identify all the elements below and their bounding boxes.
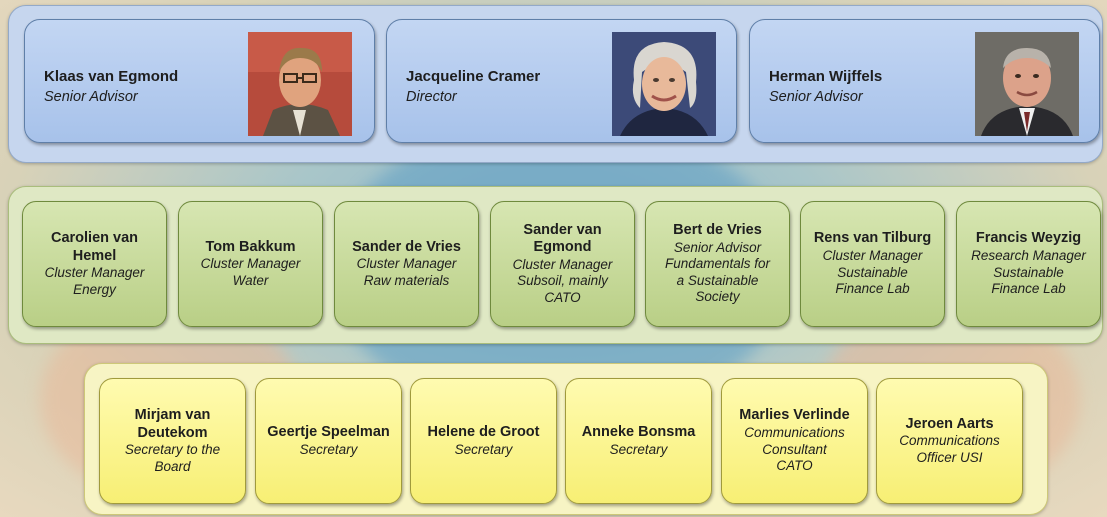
portrait-photo (248, 32, 352, 136)
person-name: Jacqueline Cramer (406, 68, 541, 85)
leadership-card: Jacqueline Cramer Director (386, 19, 737, 143)
staff-name: Tom Bakkum (205, 238, 296, 255)
staff-name: Geertje Speelman (267, 423, 390, 440)
staff-card: Anneke Bonsma Secretary (565, 378, 712, 504)
staff-name: Helene de Groot (427, 423, 540, 440)
leadership-card: Klaas van Egmond Senior Advisor (24, 19, 375, 143)
staff-name: Rens van Tilburg (813, 230, 932, 247)
person-role: Senior Advisor (44, 89, 138, 105)
staff-role: Secretary (454, 441, 513, 457)
staff-card: Geertje Speelman Secretary (255, 378, 402, 504)
staff-name: Francis Weyzig (975, 230, 1082, 247)
leadership-card: Herman Wijffels Senior Advisor (749, 19, 1100, 143)
person-role: Director (406, 89, 457, 105)
portrait-photo (975, 32, 1079, 136)
person-name: Klaas van Egmond (44, 68, 179, 85)
portrait-photo (612, 32, 716, 136)
staff-name: Sander de Vries (352, 238, 461, 255)
staff-card: Helene de Groot Secretary (410, 378, 557, 504)
person-name: Herman Wijffels (769, 68, 883, 85)
staff-role: Secretary (609, 441, 668, 457)
staff-name: Marlies Verlinde (739, 407, 850, 424)
staff-name: Bert de Vries (673, 222, 762, 239)
staff-role: Secretary (299, 441, 358, 457)
staff-name: Jeroen Aarts (905, 415, 994, 432)
person-role: Senior Advisor (769, 89, 863, 105)
staff-name: Anneke Bonsma (581, 423, 696, 440)
